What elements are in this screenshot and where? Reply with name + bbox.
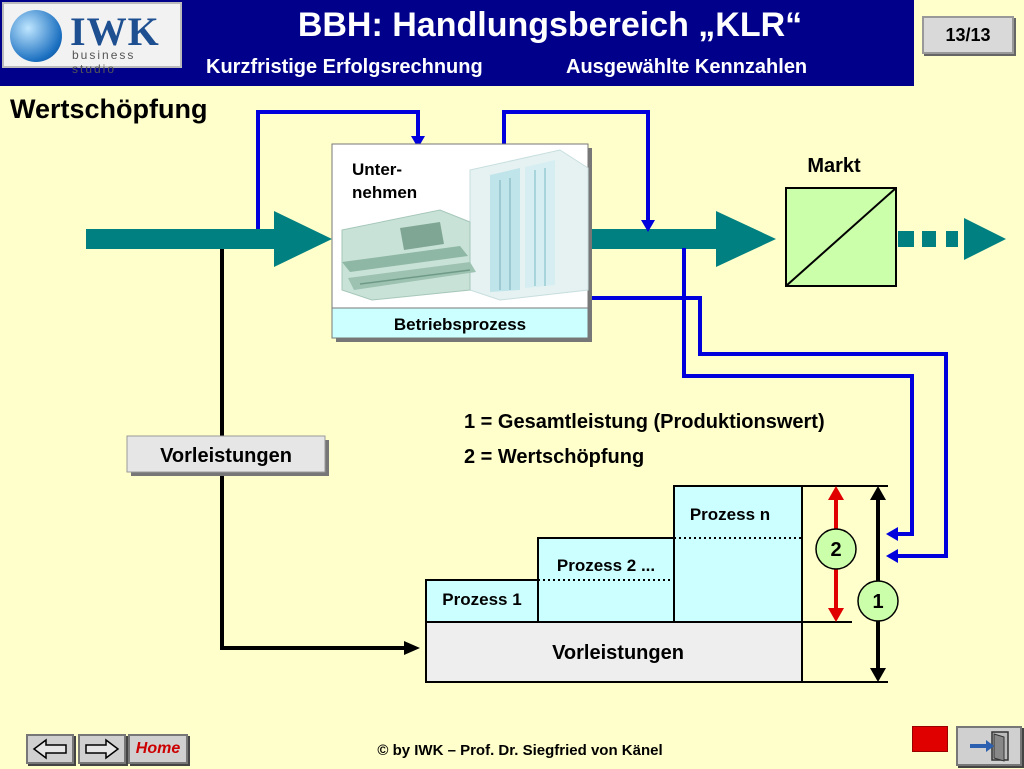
page-number: 13/13	[922, 16, 1014, 54]
arrow-right-icon	[85, 738, 120, 760]
process-1-label: Prozess 1	[442, 590, 521, 609]
process-stack: Vorleistungen Prozess 1 Prozess 2 ... Pr…	[425, 485, 888, 683]
black-supply-line	[220, 249, 410, 650]
section-title: Wertschöpfung	[10, 94, 208, 124]
market-label: Markt	[807, 155, 861, 177]
blue-line-wertschoepfung	[530, 296, 948, 558]
process-1-box	[425, 579, 539, 623]
marker-2-label: 2	[830, 539, 841, 561]
subtitle-left: Kurzfristige Erfolgsrechnung	[206, 56, 483, 78]
process-n-label: Prozess n	[690, 505, 770, 524]
exit-door-icon	[970, 731, 1009, 762]
marker-1: 1	[857, 580, 899, 622]
blue-line-gesamtleistung	[682, 248, 914, 536]
blue-loop-left	[256, 110, 420, 229]
market-output-dashed-arrow	[898, 218, 1006, 260]
company-caption-box	[331, 307, 589, 339]
legend-line-1: 1 = Gesamtleistung (Produktionswert)	[464, 411, 825, 433]
forward-button[interactable]	[78, 734, 126, 764]
iwk-logo: IWK business studio	[2, 2, 182, 76]
globe-icon	[10, 10, 62, 62]
process-2-label: Prozess 2 ...	[557, 556, 655, 575]
company-caption: Betriebsprozess	[394, 315, 526, 334]
vorleistungen-box: Vorleistungen	[126, 435, 329, 476]
output-flow-arrow	[590, 211, 776, 267]
market-box: Markt	[785, 155, 897, 287]
logo-subtitle: business studio	[72, 48, 136, 76]
arrow-left-icon	[32, 738, 67, 760]
vorleistungen-base-label: Vorleistungen	[552, 642, 684, 664]
back-button[interactable]	[26, 734, 74, 764]
building-icon	[341, 149, 589, 301]
company-label-line1: Unter-	[352, 160, 402, 179]
home-button[interactable]: Home	[128, 734, 188, 764]
company-label-line2: nehmen	[352, 183, 417, 202]
legend-line-2: 2 = Wertschöpfung	[464, 446, 644, 468]
input-flow-arrow	[86, 211, 332, 267]
subtitle-right: Ausgewählte Kennzahlen	[566, 56, 808, 78]
company-box: Unter- nehmen Betriebsprozess	[331, 143, 592, 342]
red-marker	[912, 726, 948, 752]
blue-loop-right	[502, 110, 650, 224]
copyright-text: © by IWK – Prof. Dr. Siegfried von Känel	[377, 742, 663, 759]
page-title: BBH: Handlungsbereich „KLR“	[297, 6, 803, 44]
vorleistungen-base	[425, 621, 803, 683]
vorleistungen-box-label: Vorleistungen	[160, 445, 292, 467]
logo-brand: IWK	[70, 9, 160, 54]
marker-2: 2	[815, 528, 857, 570]
exit-button[interactable]	[956, 726, 1022, 766]
marker-1-label: 1	[872, 591, 883, 613]
process-n-box	[673, 485, 803, 623]
